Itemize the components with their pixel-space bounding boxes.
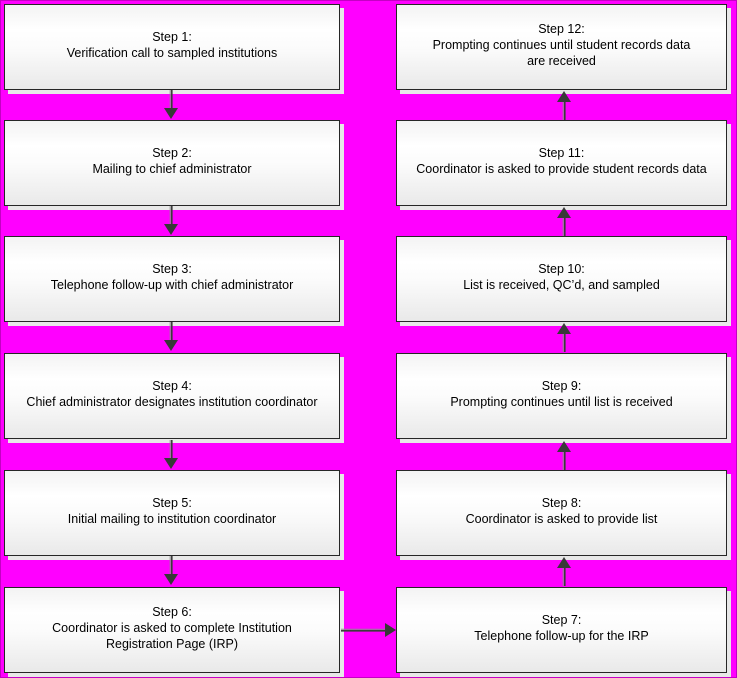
step-11-box: Step 11: Coordinator is asked to provide… [396, 120, 727, 206]
arrow-step-10-to-step-11-icon [557, 207, 571, 236]
step-2-box: Step 2: Mailing to chief administrator [4, 120, 340, 206]
step-2-body: Mailing to chief administrator [92, 161, 252, 176]
step-1-box: Step 1: Verification call to sampled ins… [4, 4, 340, 90]
step-10-title: Step 10: [538, 261, 585, 276]
arrow-step-7-to-step-8-icon [557, 557, 571, 586]
step-4-body: Chief administrator designates instituti… [26, 394, 318, 409]
step-11-body: Coordinator is asked to provide student … [416, 161, 707, 176]
step-4-box: Step 4: Chief administrator designates i… [4, 353, 340, 439]
arrow-step-9-to-step-10-icon [557, 323, 571, 352]
arrow-step-4-to-step-5-icon [164, 440, 178, 469]
step-7-box: Step 7: Telephone follow-up for the IRP [396, 587, 727, 673]
step-3-title: Step 3: [152, 261, 192, 276]
arrow-step-11-to-step-12-icon [557, 91, 571, 120]
arrow-step-3-to-step-4-icon [164, 322, 178, 351]
arrow-step-5-to-step-6-icon [164, 556, 178, 585]
step-5-box: Step 5: Initial mailing to institution c… [4, 470, 340, 556]
step-10-body: List is received, QC’d, and sampled [463, 277, 660, 292]
step-5-title: Step 5: [152, 495, 192, 510]
step-12-title: Step 12: [538, 21, 585, 36]
step-11-title: Step 11: [538, 145, 585, 160]
step-6-title: Step 6: [152, 604, 192, 619]
step-7-title: Step 7: [541, 612, 582, 627]
step-2-title: Step 2: [152, 145, 192, 160]
step-7-body: Telephone follow-up for the IRP [474, 628, 649, 643]
step-8-box: Step 8: Coordinator is asked to provide … [396, 470, 727, 556]
step-3-box: Step 3: Telephone follow-up with chief a… [4, 236, 340, 322]
arrow-step-8-to-step-9-icon [557, 441, 571, 470]
step-9-box: Step 9: Prompting continues until list i… [396, 353, 727, 439]
step-4-title: Step 4: [152, 378, 192, 393]
arrow-step-2-to-step-3-icon [164, 206, 178, 235]
step-1-body: Verification call to sampled institution… [66, 45, 278, 60]
arrow-step-1-to-step-2-icon [164, 90, 178, 119]
step-10-box: Step 10: List is received, QC’d, and sam… [396, 236, 727, 322]
step-6-box: Step 6: Coordinator is asked to complete… [4, 587, 340, 673]
step-8-body: Coordinator is asked to provide list [465, 511, 658, 526]
step-9-body: Prompting continues until list is receiv… [450, 394, 673, 409]
step-9-title: Step 9: [541, 378, 582, 393]
step-5-body: Initial mailing to institution coordinat… [67, 511, 277, 526]
arrow-step-6-to-step-7-icon [341, 623, 396, 637]
step-3-body: Telephone follow-up with chief administr… [50, 277, 294, 292]
step-12-body: Prompting continues until student record… [432, 37, 691, 68]
step-12-box: Step 12: Prompting continues until stude… [396, 4, 727, 90]
step-8-title: Step 8: [541, 495, 582, 510]
step-6-body: Coordinator is asked to complete Institu… [52, 620, 292, 651]
step-1-title: Step 1: [152, 29, 192, 44]
